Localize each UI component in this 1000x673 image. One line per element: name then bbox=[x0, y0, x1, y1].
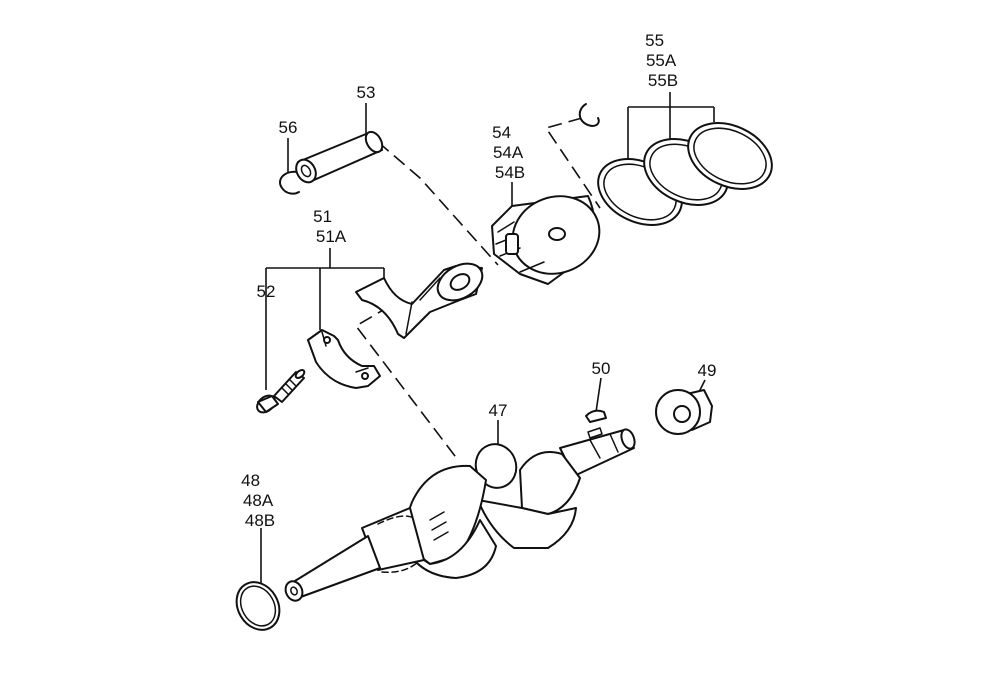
callout-49: 49 bbox=[698, 361, 717, 380]
piston-circlip-icon bbox=[578, 103, 600, 127]
piston bbox=[491, 195, 601, 285]
piston-pin bbox=[295, 130, 384, 184]
oil-seal bbox=[235, 581, 281, 631]
circlip-icon bbox=[279, 170, 300, 195]
leader-55 bbox=[627, 92, 715, 160]
callout-52: 52 bbox=[257, 282, 276, 301]
connecting-rod-cap bbox=[307, 329, 381, 389]
callout-labels: 55 55A 55B 53 56 54 54A 54B 51 51A 52 50… bbox=[241, 31, 716, 530]
piston-rings bbox=[597, 122, 773, 226]
dash-clip-to-piston bbox=[544, 117, 601, 209]
callout-48: 48 48A 48B bbox=[241, 471, 277, 530]
callout-53: 53 bbox=[357, 83, 376, 102]
callout-54: 54 54A 54B bbox=[492, 123, 527, 182]
leader-51 bbox=[265, 248, 385, 390]
callout-55: 55 55A 55B bbox=[645, 31, 680, 90]
crank-gear bbox=[655, 389, 713, 435]
leader-50 bbox=[595, 377, 602, 413]
piston-ring-3 bbox=[687, 122, 773, 190]
crankshaft bbox=[284, 428, 636, 602]
callout-47: 47 bbox=[489, 401, 508, 420]
woodruff-key bbox=[585, 409, 607, 439]
dash-pin-to-piston bbox=[377, 141, 499, 266]
leader-lines bbox=[260, 92, 715, 583]
callout-50: 50 bbox=[592, 359, 611, 378]
rod-bolt bbox=[256, 369, 306, 414]
assembly-dash-lines bbox=[354, 117, 601, 461]
connecting-rod bbox=[355, 262, 484, 339]
callout-51: 51 51A bbox=[313, 207, 347, 246]
callout-56: 56 bbox=[279, 118, 298, 137]
dash-rod-to-crank bbox=[354, 305, 459, 461]
